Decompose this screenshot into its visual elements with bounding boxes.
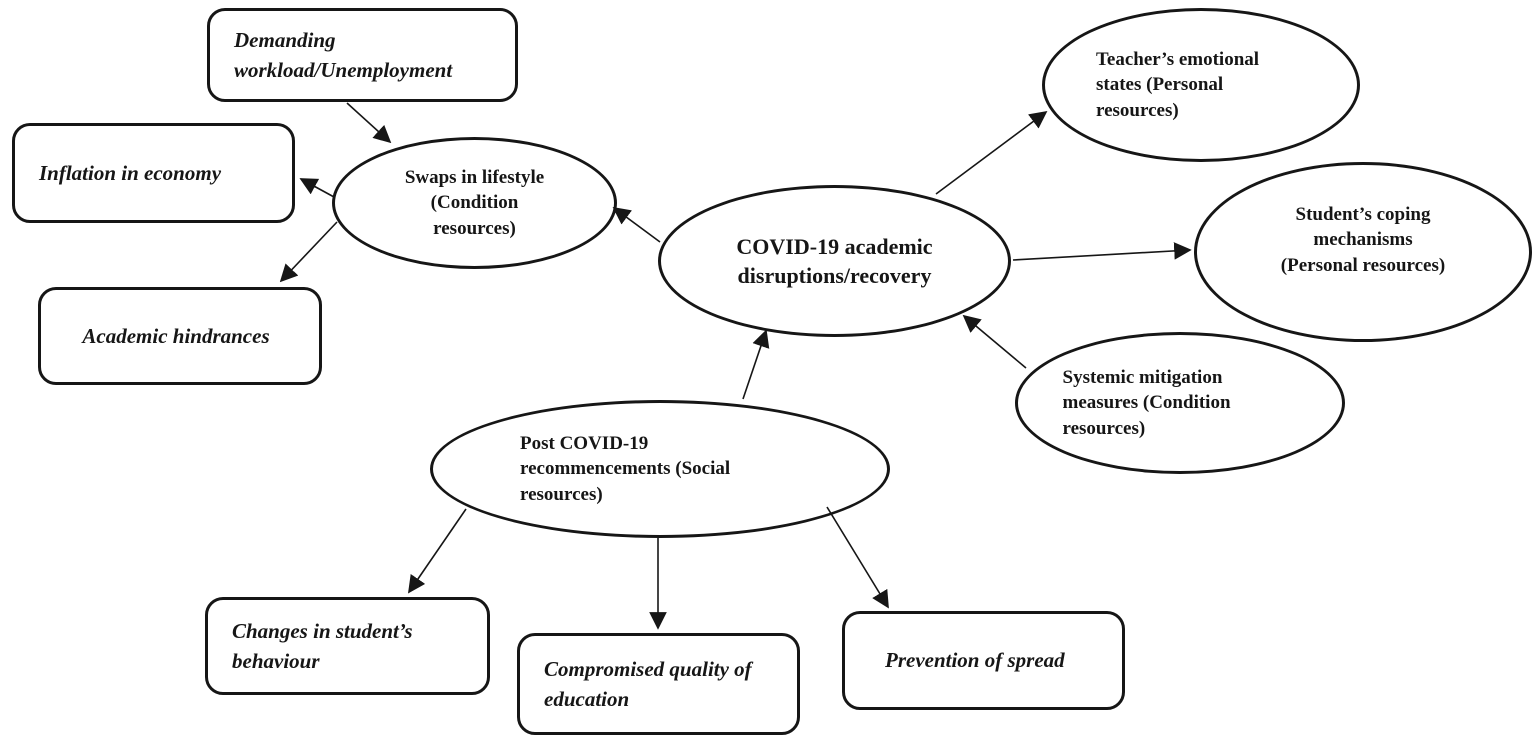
node-inflation-economy-label: Inflation in economy xyxy=(39,160,222,185)
node-changes-student-behaviour: Changes in student’s behaviour xyxy=(205,597,490,695)
node-swaps-in-lifestyle-label: Swaps in lifestyle (Condition resources) xyxy=(404,167,545,239)
node-covid-academic-disruptions: COVID-19 academic disruptions/recovery xyxy=(658,185,1011,337)
node-student-coping-mechanisms: Student’s coping mechanisms (Personal re… xyxy=(1194,162,1532,342)
node-student-coping-mechanisms-label: Student’s coping mechanisms (Personal re… xyxy=(1280,204,1446,276)
node-academic-hindrances: Academic hindrances xyxy=(38,287,322,385)
arrow-swaps-to-inflation xyxy=(299,178,335,198)
arrow-postcovid-to-covid xyxy=(742,329,770,400)
arrow-covid-to-student xyxy=(1012,242,1192,261)
node-changes-student-behaviour-label: Changes in student’s behaviour xyxy=(232,618,413,673)
node-inflation-economy: Inflation in economy xyxy=(12,123,295,223)
node-teacher-emotional-states-label: Teacher’s emotional states (Personal res… xyxy=(1096,49,1260,121)
node-swaps-in-lifestyle: Swaps in lifestyle (Condition resources) xyxy=(332,137,617,269)
arrow-systemic-to-covid xyxy=(962,314,1027,369)
arrow-postcovid-to-prevention xyxy=(826,506,889,609)
arrow-swaps-to-academic xyxy=(279,221,338,283)
node-prevention-of-spread: Prevention of spread xyxy=(842,611,1125,710)
arrow-demanding-to-swaps xyxy=(346,102,392,144)
node-post-covid-recommencements: Post COVID-19 recommencements (Social re… xyxy=(430,400,890,538)
node-systemic-mitigation-measures-label: Systemic mitigation measures (Condition … xyxy=(1062,367,1231,439)
node-teacher-emotional-states: Teacher’s emotional states (Personal res… xyxy=(1042,8,1360,162)
arrow-covid-to-swaps xyxy=(612,206,661,243)
node-systemic-mitigation-measures: Systemic mitigation measures (Condition … xyxy=(1015,332,1345,474)
node-demanding-workload-label: Demanding workload/Unemployment xyxy=(234,27,453,82)
node-covid-academic-disruptions-label: COVID-19 academic disruptions/recovery xyxy=(736,233,933,288)
node-academic-hindrances-label: Academic hindrances xyxy=(82,323,270,348)
arrow-covid-to-teacher xyxy=(935,110,1048,195)
node-compromised-quality: Compromised quality of education xyxy=(517,633,800,735)
node-compromised-quality-label: Compromised quality of education xyxy=(544,656,752,711)
arrow-postcovid-to-changes xyxy=(408,508,467,594)
node-prevention-of-spread-label: Prevention of spread xyxy=(885,648,1065,673)
node-demanding-workload: Demanding workload/Unemployment xyxy=(207,8,518,102)
node-post-covid-recommencements-label: Post COVID-19 recommencements (Social re… xyxy=(520,433,731,505)
